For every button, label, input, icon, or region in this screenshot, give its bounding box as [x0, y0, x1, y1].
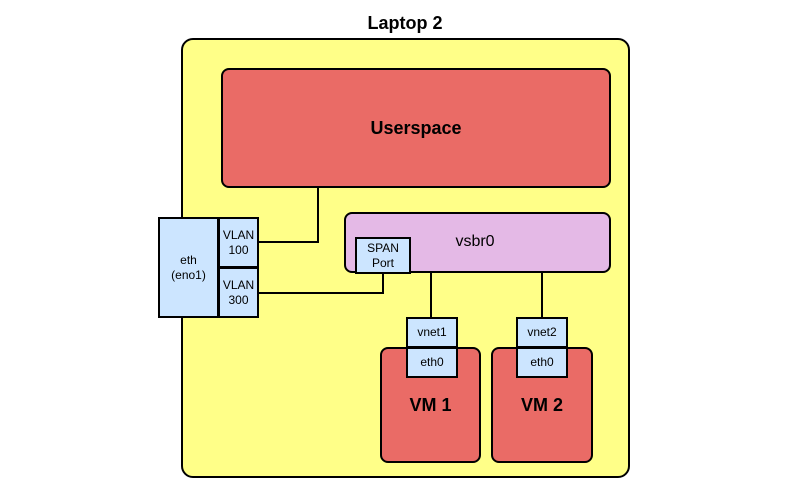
userspace-box: Userspace [221, 68, 611, 188]
vlan300-line1: VLAN [222, 277, 255, 292]
span-port-line1: SPAN [367, 240, 399, 255]
vlan300-line2: 300 [228, 292, 249, 307]
bridge-label: vsbr0 [455, 233, 495, 250]
vm1-vnet-box: vnet1 [406, 317, 458, 348]
eth-interface-box: eth (eno1) [158, 217, 219, 318]
line-vlan100-to-userspace [259, 188, 319, 243]
eth-line2: (eno1) [171, 267, 206, 282]
vm2-label: VM 2 [520, 394, 563, 415]
vm2-eth-box: eth0 [516, 347, 568, 378]
diagram-title: Laptop 2 [367, 12, 443, 33]
vlan300-box: VLAN 300 [218, 267, 259, 318]
span-port-line2: Port [371, 255, 394, 270]
eth-line1: eth [180, 252, 197, 267]
userspace-label: Userspace [370, 117, 462, 138]
vlan100-box: VLAN 100 [218, 217, 259, 268]
vm2-vnet-box: vnet2 [516, 317, 568, 348]
vm1-label: VM 1 [409, 394, 452, 415]
line-vlan300-to-span-port [259, 274, 384, 294]
span-port-box: SPAN Port [355, 237, 411, 274]
vlan100-line2: 100 [228, 242, 249, 257]
vm1-eth-box: eth0 [406, 347, 458, 378]
vlan100-line1: VLAN [222, 227, 255, 242]
